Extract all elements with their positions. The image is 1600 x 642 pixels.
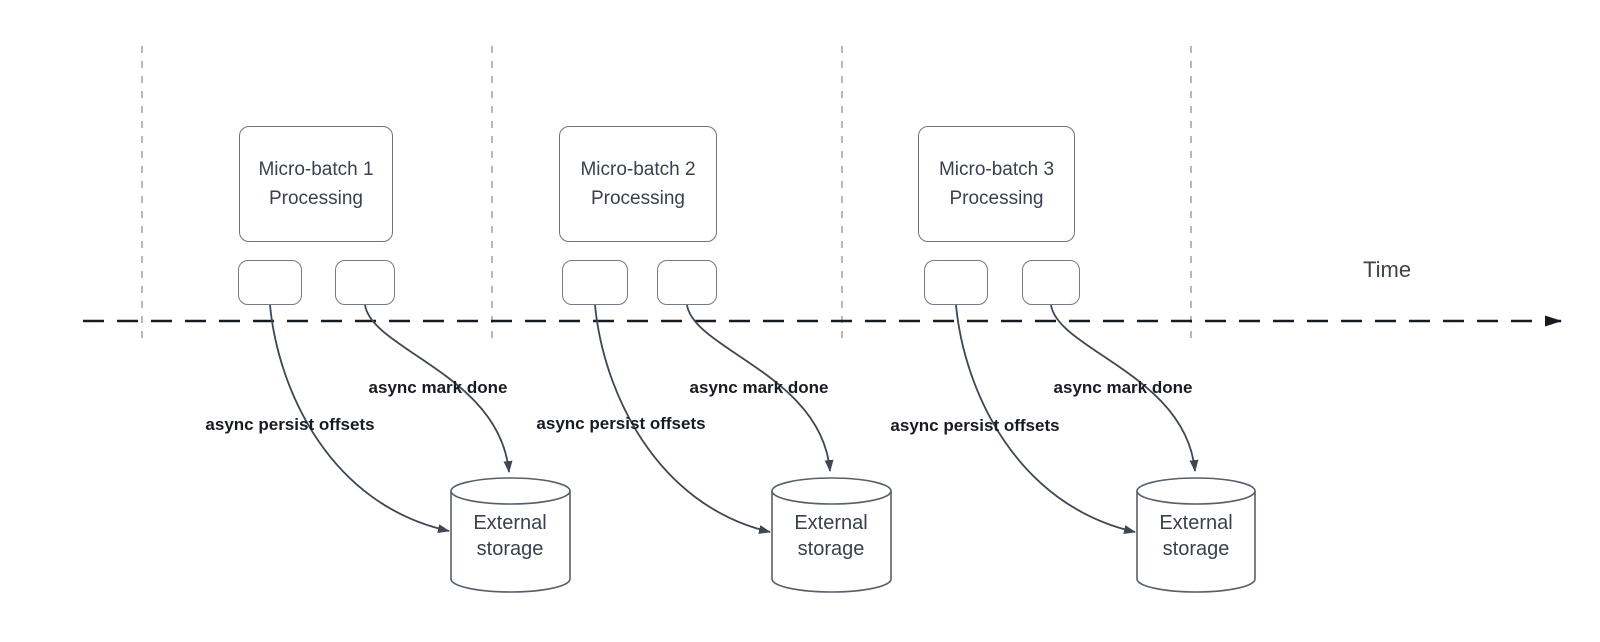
mark-done-label-1: async mark done bbox=[368, 378, 508, 397]
time-axis-label: Time bbox=[1363, 257, 1412, 282]
external-storage-label-3: External storage bbox=[1159, 512, 1233, 560]
persist-source-box-3 bbox=[924, 260, 988, 305]
external-storage-cylinder-1 bbox=[450, 477, 571, 593]
batch-2-processing-box: Micro-batch 2 Processing bbox=[559, 126, 717, 242]
mark-done-label-2: async mark done bbox=[689, 378, 829, 397]
persist-offsets-label-1: async persist offsets bbox=[205, 415, 375, 434]
external-storage-label-2: External storage bbox=[794, 512, 868, 560]
markdone-source-box-3 bbox=[1022, 260, 1080, 305]
mark-done-arrow-2 bbox=[686, 304, 834, 472]
markdone-source-box-2 bbox=[657, 260, 717, 305]
mark-done-arrow-1 bbox=[364, 304, 513, 473]
batch-3-processing-box: Micro-batch 3 Processing bbox=[918, 126, 1075, 242]
markdone-source-box-1 bbox=[335, 260, 395, 305]
persist-offsets-arrow-1 bbox=[269, 304, 450, 534]
external-storage-cylinder-2 bbox=[771, 477, 892, 593]
mark-done-label-3: async mark done bbox=[1053, 378, 1193, 397]
persist-source-box-2 bbox=[562, 260, 628, 305]
external-storage-label-1: External storage bbox=[473, 512, 547, 560]
batch-1-processing-box: Micro-batch 1 Processing bbox=[239, 126, 393, 242]
mark-done-arrow-3 bbox=[1050, 304, 1199, 472]
persist-offsets-label-2: async persist offsets bbox=[536, 414, 706, 433]
persist-source-box-1 bbox=[238, 260, 302, 305]
external-storage-cylinder-3 bbox=[1136, 477, 1256, 593]
persist-offsets-label-3: async persist offsets bbox=[890, 416, 1060, 435]
persist-offsets-arrow-2 bbox=[594, 304, 771, 534]
persist-offsets-arrow-3 bbox=[955, 304, 1136, 534]
